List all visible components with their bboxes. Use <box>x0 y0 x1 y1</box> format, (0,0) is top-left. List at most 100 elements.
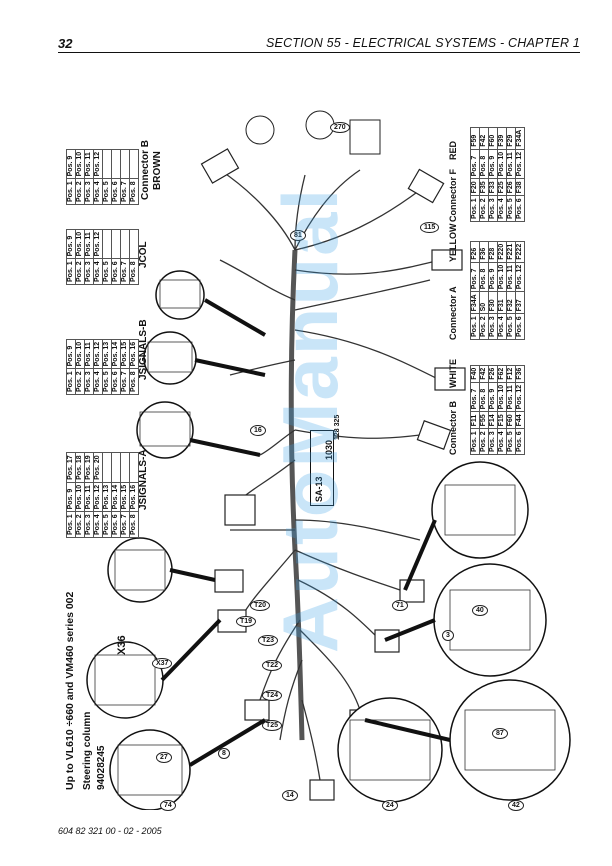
table-cell: Pos. 2 <box>75 178 85 205</box>
detail-115 <box>349 119 381 155</box>
table-cell: Pos. 10 <box>497 262 507 292</box>
page-header: 32 SECTION 55 - ELECTRICAL SYSTEMS - CHA… <box>58 36 580 52</box>
table-cell: Pos. 19 <box>84 452 94 483</box>
table-cell: F25 <box>497 178 507 196</box>
table-cell: Pos. 12 <box>515 149 525 179</box>
table-cell: Pos. 18 <box>75 452 85 483</box>
table-cell: Pos. 3 <box>84 178 94 205</box>
section-title: SECTION 55 - ELECTRICAL SYSTEMS - CHAPTE… <box>266 36 580 50</box>
table-cell: Pos. 6 <box>111 258 121 285</box>
table-cell <box>120 452 130 483</box>
callout-number: 8 <box>218 748 230 759</box>
table-cell: F35 <box>479 178 489 196</box>
table-cell: Pos. 9 <box>488 382 498 412</box>
detail-87 <box>433 563 547 677</box>
table-cell: F36 <box>479 241 489 263</box>
connector-red <box>407 168 445 204</box>
table-cell: Pos. 15 <box>120 339 130 369</box>
table-cell: Pos. 6 <box>111 511 121 538</box>
watermark: AutoManual <box>266 186 354 654</box>
table-cell: F14 <box>488 411 498 429</box>
table-cell: Pos. 1 <box>66 368 76 395</box>
label-jsignals-a: JSIGNALS-A <box>138 449 149 510</box>
table-cell: Pos. 1 <box>470 195 480 222</box>
table-row: Pos. 7 <box>120 229 130 285</box>
table-cell: Pos. 14 <box>111 482 121 512</box>
table-cell: Pos. 11 <box>84 229 94 259</box>
wiring-diagram: SA-13 1030 128 325 <box>40 100 580 810</box>
detail-x37 <box>107 537 173 603</box>
table-cell: F30 <box>488 291 498 314</box>
table-cell <box>129 149 139 179</box>
table-cell: Pos. 4 <box>497 195 507 222</box>
table-cell: Pos. 6 <box>515 313 525 340</box>
table-cell: Pos. 5 <box>506 195 516 222</box>
table-cell: F44 <box>515 411 525 429</box>
table-cell: F32 <box>506 291 516 314</box>
table-cell: Pos. 2 <box>479 313 489 340</box>
table-cell: F28 <box>488 241 498 263</box>
table-row: Pos. 6 <box>111 149 121 205</box>
label-connector-b-white: Connector B <box>448 401 458 455</box>
callout-number: T23 <box>258 635 279 646</box>
table-cell <box>102 149 112 179</box>
table-cell <box>111 229 121 259</box>
table-cell: F42 <box>479 365 489 383</box>
callout-number: 24 <box>382 800 398 811</box>
table-cell: Pos. 11 <box>84 482 94 512</box>
callout-number: 81 <box>290 230 306 241</box>
detail-jcol <box>155 270 205 320</box>
table-cell: Pos. 9 <box>488 262 498 292</box>
label-connector-a: Connector A <box>448 286 458 340</box>
table-cell <box>120 229 130 259</box>
table-cell: F26 <box>506 178 516 196</box>
table-cell: Pos. 10 <box>497 149 507 179</box>
table-cell: Pos. 3 <box>84 258 94 285</box>
connector-b-white <box>416 420 452 450</box>
table-cell: Pos. 11 <box>84 149 94 179</box>
callout-number: 27 <box>156 752 172 763</box>
table-cell: Pos. 1 <box>66 178 76 205</box>
table-cell: Pos. 3 <box>84 511 94 538</box>
table-cell: Pos. 17 <box>66 452 76 483</box>
table-cell: F15 <box>497 411 507 429</box>
callout-number: 3 <box>442 630 454 641</box>
table-cell <box>120 149 130 179</box>
table-cell: S0 <box>479 291 489 314</box>
table-cell: Pos. 8 <box>129 511 139 538</box>
connector-a-yellow <box>434 367 466 391</box>
table-cell: Pos. 7 <box>120 368 130 395</box>
table-cell: Pos. 3 <box>488 428 498 455</box>
harness-drawing <box>86 110 571 810</box>
table-cell: Pos. 4 <box>93 368 103 395</box>
table-cell: Pos. 8 <box>129 178 139 205</box>
table-cell: Pos. 5 <box>102 511 112 538</box>
footer-code: 604 82 321 00 - 02 - 2005 <box>58 826 162 836</box>
table-cell: F34A <box>470 291 480 314</box>
table-cell: F37 <box>515 291 525 314</box>
table-cell: F221 <box>506 241 516 263</box>
detail-jsignals-b <box>143 331 197 385</box>
table-cell: Pos. 1 <box>66 258 76 285</box>
connector-brown <box>200 148 240 184</box>
table-row: Pos. 5 <box>102 229 112 285</box>
detail-jsignals-a <box>136 401 194 459</box>
